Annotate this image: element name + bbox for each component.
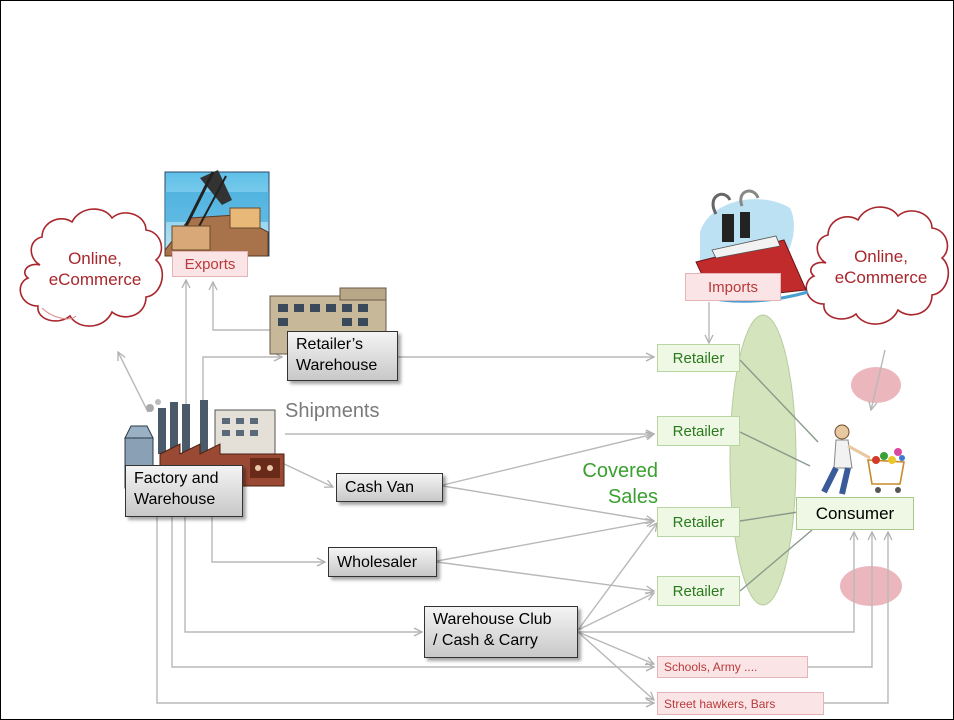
line-retailer2-consumer: [739, 431, 811, 467]
arrow-factory-to-hawkers: [156, 517, 654, 703]
online-ecommerce-left-label: Online, eCommerce: [40, 248, 150, 290]
schools-army-node[interactable]: Schools, Army ....: [657, 656, 808, 678]
cloud-right[interactable]: [805, 206, 950, 325]
retailer-node-4[interactable]: Retailer: [657, 576, 740, 606]
arrow-rw-to-exports: [213, 282, 288, 331]
retailers-warehouse-node[interactable]: Retailer’s Warehouse: [287, 331, 398, 381]
cloud-left[interactable]: [19, 208, 164, 327]
exports-node[interactable]: Exports: [172, 251, 248, 277]
shipments-label: Shipments: [285, 400, 380, 422]
arrow-schools-to-consumer: [808, 532, 872, 668]
factory-line1: Factory and: [134, 470, 219, 487]
arrow-club-to-hawkers: [577, 631, 654, 700]
covered-sales-line1: Covered: [582, 460, 658, 482]
exports-dock-illustration: [164, 170, 270, 257]
line-retailer1-consumer: [739, 359, 819, 443]
arrow-factory-to-wholesaler: [211, 517, 325, 562]
retailer-node-3[interactable]: Retailer: [657, 507, 740, 537]
retailer-node-2[interactable]: Retailer: [657, 416, 740, 446]
arrow-club-to-schools: [577, 631, 654, 664]
shopper-illustration: [821, 424, 905, 495]
wholesaler-node[interactable]: Wholesaler: [328, 547, 437, 577]
arrow-wholesaler-to-retailer3: [436, 521, 654, 562]
retailers-warehouse-line1: Retailer’s: [296, 336, 363, 353]
online-ecommerce-right-label: Online, eCommerce: [826, 246, 936, 288]
arrow-factory-to-club: [184, 517, 422, 632]
online-right-line1: Online,: [854, 247, 908, 266]
pink-ellipse-lower: [840, 566, 902, 606]
retailer-consumer-lines: [739, 359, 819, 592]
warehouse-club-line1: Warehouse Club: [433, 611, 552, 628]
arrow-cashvan-to-retailer2: [442, 434, 654, 486]
arrow-online-to-consumer: [871, 349, 886, 410]
arrow-factory-to-online: [118, 352, 149, 413]
line-retailer4-consumer: [739, 529, 813, 592]
factory-warehouse-node[interactable]: Factory and Warehouse: [125, 465, 243, 517]
arrow-club-to-retailer3: [577, 523, 657, 631]
line-retailer3-consumer: [739, 511, 799, 522]
street-hawkers-node[interactable]: Street hawkers, Bars: [657, 692, 824, 715]
retailers-warehouse-line2: Warehouse: [296, 357, 378, 374]
arrow-hawkers-to-consumer: [824, 532, 888, 704]
arrow-club-to-consumer: [578, 532, 854, 633]
imports-node[interactable]: Imports: [685, 273, 781, 301]
online-right-line2: eCommerce: [834, 268, 928, 287]
consumer-node[interactable]: Consumer: [796, 497, 914, 530]
arrow-factory-to-cashvan: [279, 461, 333, 487]
arrow-club-to-retailer4: [577, 593, 654, 631]
warehouse-club-node[interactable]: Warehouse Club / Cash & Carry: [424, 606, 578, 658]
arrow-wholesaler-to-retailer4: [436, 561, 654, 591]
arrow-factory-to-rw: [202, 357, 282, 412]
connectors: [118, 280, 888, 703]
factory-line2: Warehouse: [134, 491, 216, 508]
arrow-factory-to-schools: [171, 517, 654, 667]
online-left-line2: eCommerce: [48, 270, 142, 289]
pink-ellipse-upper: [851, 367, 901, 403]
covered-sales-label: Covered Sales: [572, 458, 658, 510]
arrow-cashvan-to-retailer3: [442, 485, 654, 521]
covered-sales-ellipse: [729, 314, 797, 606]
covered-sales-line2: Sales: [607, 486, 658, 508]
warehouse-club-line2: / Cash & Carry: [433, 632, 538, 649]
cash-van-node[interactable]: Cash Van: [336, 473, 443, 502]
online-left-line1: Online,: [68, 249, 122, 268]
retailer-node-1[interactable]: Retailer: [657, 344, 740, 372]
